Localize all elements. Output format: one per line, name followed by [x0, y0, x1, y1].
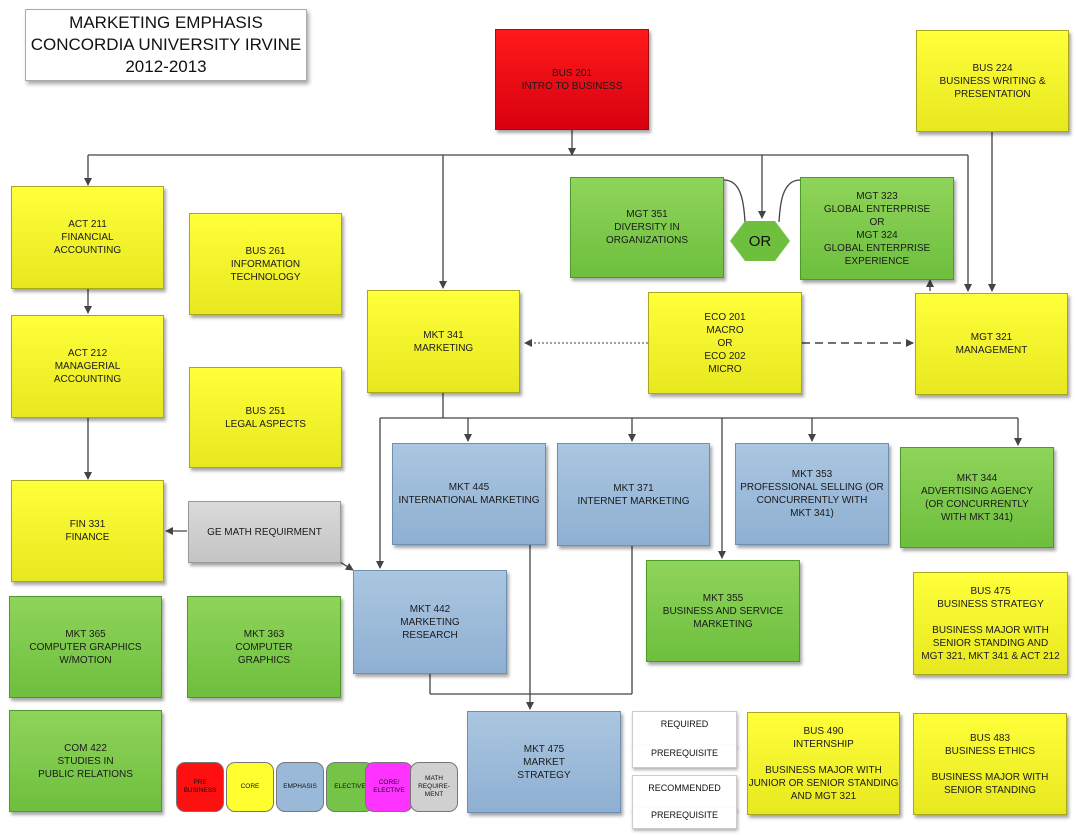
node-bus251: BUS 251 LEGAL ASPECTS	[189, 367, 342, 468]
node-bus201: BUS 201 INTRO TO BUSINESS	[495, 29, 649, 130]
key-required-bottom: PREREQUISITE	[632, 745, 737, 768]
or-connector: OR	[730, 221, 790, 261]
node-mkt355: MKT 355 BUSINESS AND SERVICE MARKETING	[646, 560, 800, 662]
key-recommended-top: RECOMMENDED	[632, 775, 737, 811]
node-mkt445: MKT 445 INTERNATIONAL MARKETING	[392, 443, 546, 545]
node-mkt475: MKT 475 MARKET STRATEGY	[467, 711, 621, 813]
node-bus261: BUS 261 INFORMATION TECHNOLOGY	[189, 213, 342, 315]
node-act212: ACT 212 MANAGERIAL ACCOUNTING	[11, 315, 164, 418]
title-line-2: CONCORDIA UNIVERSITY IRVINE	[30, 35, 302, 54]
node-bus490: BUS 490 INTERNSHIP BUSINESS MAJOR WITH J…	[747, 712, 900, 815]
node-mkt365: MKT 365 COMPUTER GRAPHICS W/MOTION	[9, 596, 162, 698]
node-mgt323: MGT 323 GLOBAL ENTERPRISE OR MGT 324 GLO…	[800, 177, 954, 280]
node-eco201: ECO 201 MACRO OR ECO 202 MICRO	[648, 292, 802, 394]
node-com422: COM 422 STUDIES IN PUBLIC RELATIONS	[9, 710, 162, 812]
legend-core-elective: CORE/ ELECTIVE	[365, 762, 413, 812]
title-line-1: MARKETING EMPHASIS	[69, 13, 263, 32]
node-bus483: BUS 483 BUSINESS ETHICS BUSINESS MAJOR W…	[913, 713, 1067, 815]
key-recommended-prereq-label: PREREQUISITE	[650, 810, 718, 820]
legend-core: CORE	[226, 762, 274, 812]
key-recommended-label: RECOMMENDED	[648, 783, 721, 793]
node-mkt363: MKT 363 COMPUTER GRAPHICS	[187, 596, 341, 698]
node-mkt371: MKT 371 INTERNET MARKETING	[557, 443, 710, 546]
node-act211: ACT 211 FINANCIAL ACCOUNTING	[11, 186, 164, 289]
edge-or-curve-right	[778, 179, 801, 223]
edge-or-curve-left	[723, 179, 746, 223]
node-mkt341: MKT 341 MARKETING	[367, 290, 520, 393]
key-required-top: REQUIRED	[632, 711, 737, 747]
key-required-label: REQUIRED	[660, 719, 709, 729]
legend-emphasis: EMPHASIS	[276, 762, 324, 812]
node-mgt351: MGT 351 DIVERSITY IN ORGANIZATIONS	[570, 177, 724, 278]
node-bus224: BUS 224 BUSINESS WRITING & PRESENTATION	[916, 30, 1069, 132]
node-mkt442: MKT 442 MARKETING RESEARCH	[353, 570, 507, 674]
legend-pre-business: PRE BUSINESS	[176, 762, 224, 812]
edge-gemath-mkt442	[339, 561, 354, 571]
node-mkt344: MKT 344 ADVERTISING AGENCY (OR CONCURREN…	[900, 447, 1054, 548]
chart-title: MARKETING EMPHASIS CONCORDIA UNIVERSITY …	[25, 9, 307, 81]
node-fin331: FIN 331 FINANCE	[11, 480, 164, 582]
node-mgt321: MGT 321 MANAGEMENT	[915, 293, 1068, 395]
node-ge-math: GE MATH REQUIRMENT	[188, 501, 341, 563]
title-line-3: 2012-2013	[125, 57, 207, 76]
legend-math-requirement: MATH REQUIRE- MENT	[410, 762, 458, 812]
key-recommended-bottom: PREREQUISITE	[632, 808, 737, 829]
node-mkt353: MKT 353 PROFESSIONAL SELLING (OR CONCURR…	[735, 443, 889, 545]
key-required-prereq-label: PREREQUISITE	[650, 748, 718, 758]
node-bus475: BUS 475 BUSINESS STRATEGY BUSINESS MAJOR…	[913, 572, 1068, 675]
